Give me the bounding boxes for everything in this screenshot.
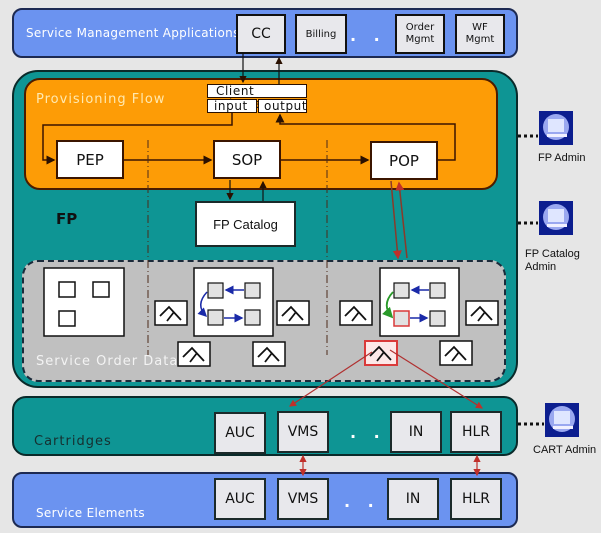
app-wf-mgmt[interactable]: WF Mgmt [455,14,505,54]
app-billing[interactable]: Billing [295,14,347,54]
sop-order-graph [193,267,274,337]
fp-admin-label: FP Admin [538,152,586,164]
tree-boxes [154,300,499,367]
pop-box[interactable]: POP [370,141,438,180]
cartridge-auc[interactable]: AUC [214,412,266,454]
highlighted-tree-box [364,340,398,366]
fp-label: FP [56,210,78,228]
cartridge-hlr[interactable]: HLR [450,411,502,453]
tree-box [276,300,310,326]
pep-box[interactable]: PEP [56,140,124,179]
tree-box [339,300,373,326]
order-template-item [58,310,76,327]
tree-box [439,340,473,366]
cart-admin-label: CART Admin [533,444,597,456]
pop-to-output-arrow [275,113,456,161]
sop-box[interactable]: SOP [213,140,281,179]
app-cc[interactable]: CC [236,14,286,54]
admin-workstation-icon [543,114,569,140]
tree-box [177,341,211,367]
fp-catalog-admin-icon[interactable] [539,201,573,235]
tree-box [465,300,499,326]
element-in[interactable]: IN [387,478,439,520]
tree-box [252,341,286,367]
client-adapter-output[interactable]: output [258,99,307,113]
sod-to-hlr-cartridge-arrow [389,349,484,409]
service-order-data-title: Service Order Data [36,354,179,369]
input-to-pep-arrow [42,113,233,165]
admin-workstation-icon [549,406,575,432]
cart-admin-icon[interactable] [545,403,579,437]
service-management-title: Service Management Applications [26,26,240,40]
tree-box [154,300,188,326]
cartridge-vms[interactable]: VMS [277,411,329,453]
element-vms[interactable]: VMS [277,478,329,520]
app-more-ellipsis: . . . [350,26,410,45]
order-template-item [92,281,110,298]
service-elements-title: Service Elements [36,506,145,520]
sod-to-vms-cartridge-arrow [288,351,373,407]
pop-order-graph [379,267,460,337]
fp-catalog-admin-label: FP Catalog Admin [525,248,580,273]
client-adapter-input[interactable]: input [207,99,257,113]
element-auc[interactable]: AUC [214,478,266,520]
admin-workstation-icon [543,204,569,230]
cartridges-title: Cartridges [34,434,112,449]
order-template-box [43,267,125,337]
cartridge-in[interactable]: IN [390,411,442,453]
pop-to-sod-arrow [390,180,402,260]
fp-admin-icon[interactable] [539,111,573,145]
order-template-item [58,281,76,298]
element-hlr[interactable]: HLR [450,478,502,520]
app-order-mgmt[interactable]: Order Mgmt [395,14,445,54]
sod-to-pop-arrow [395,181,408,259]
provisioning-flow-title: Provisioning Flow [36,92,166,107]
fp-catalog-box[interactable]: FP Catalog [195,201,296,247]
element-more-ellipsis: . . . [344,492,404,511]
